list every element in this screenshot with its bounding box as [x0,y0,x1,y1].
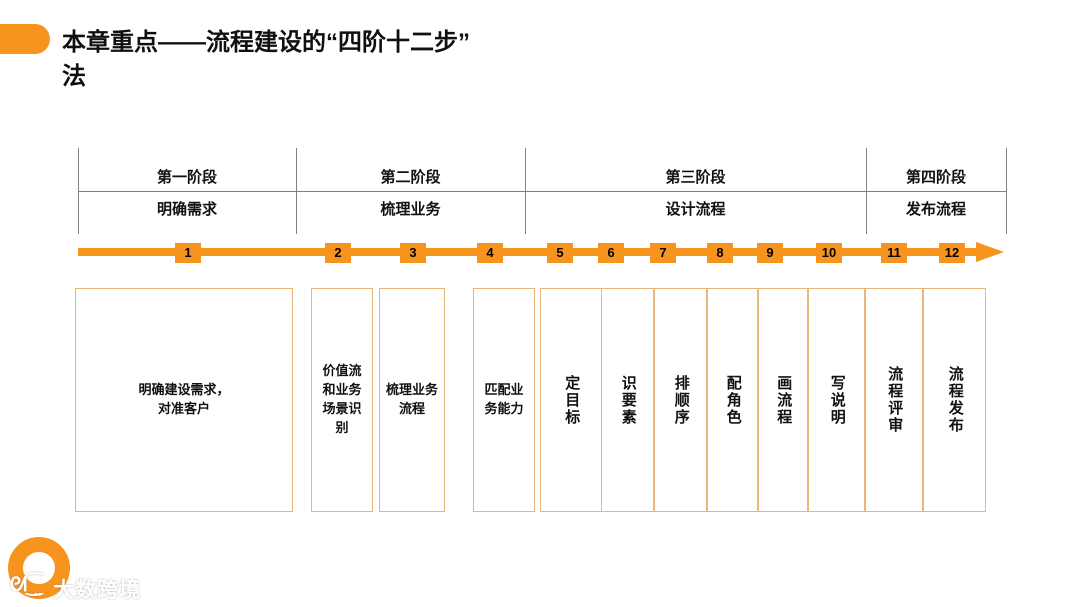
phase-desc-2: 梳理业务 [380,201,441,218]
phase-desc-4: 发布流程 [905,201,966,218]
watermark-brand-text: 大数跨境 [53,579,141,602]
step-detail-label-5: 定目标 [563,374,581,426]
timeline-step-3[interactable]: 3 [400,243,426,263]
timeline-step-1[interactable]: 1 [175,243,201,263]
step-detail-box-11[interactable]: 流程评审 [865,288,923,512]
phase-cell-2: 第二阶段梳理业务 [296,148,525,234]
step-detail-box-9[interactable]: 画流程 [758,288,808,512]
timeline-step-5[interactable]: 5 [547,243,573,263]
step-detail-label-1: 明确建设需求，对准客户 [138,382,230,416]
step-detail-box-7[interactable]: 排顺序 [654,288,707,512]
phase-name-3: 第三阶段 [665,169,726,186]
step-detail-label-9: 画流程 [775,374,793,426]
step-detail-box-12[interactable]: 流程发布 [923,288,986,512]
watermark-glyph-icon: ᘛ⁐̤ [10,574,43,596]
page-title-line-1: 本章重点——流程建设的“四阶十二步” [62,29,470,56]
step-detail-label-4: 匹配业务能力 [484,382,524,416]
step-detail-label-2: 价值流和业务场景识别 [322,363,362,435]
step-detail-label-3: 梳理业务流程 [386,382,439,416]
title-accent-badge [0,24,50,54]
phase-name-4: 第四阶段 [905,169,966,186]
page-title-line-2: 法 [62,63,86,91]
phase-desc-3: 设计流程 [665,201,726,218]
phase-name-1: 第一阶段 [156,169,217,186]
phase-header-divider-horizontal [78,191,1006,192]
step-detail-label-12: 流程发布 [946,366,964,434]
step-detail-label-10: 写说明 [828,374,846,426]
step-detail-label-11: 流程评审 [886,366,904,434]
step-detail-box-10[interactable]: 写说明 [808,288,865,512]
timeline-step-6[interactable]: 6 [598,243,624,263]
step-detail-box-2[interactable]: 价值流和业务场景识别 [311,288,373,512]
timeline-arrow-icon [976,242,1004,262]
step-detail-box-3[interactable]: 梳理业务流程 [379,288,445,512]
timeline-step-8[interactable]: 8 [707,243,733,263]
phase-name-2: 第二阶段 [380,169,441,186]
step-detail-label-8: 配角色 [724,374,742,426]
phase-cell-1: 第一阶段明确需求 [78,148,296,234]
step-detail-label-6: 识要素 [619,374,637,426]
timeline-step-7[interactable]: 7 [650,243,676,263]
phase-divider-1 [296,148,297,234]
phase-desc-1: 明确需求 [156,201,217,218]
step-detail-box-8[interactable]: 配角色 [707,288,758,512]
timeline-step-4[interactable]: 4 [477,243,503,263]
phase-cell-3: 第三阶段设计流程 [525,148,866,234]
step-detail-box-6[interactable]: 识要素 [601,288,654,512]
step-detail-box-5[interactable]: 定目标 [540,288,602,512]
phase-divider-3 [866,148,867,234]
step-detail-box-1[interactable]: 明确建设需求，对准客户 [75,288,293,512]
phase-divider-0 [78,148,79,234]
timeline-step-2[interactable]: 2 [325,243,351,263]
phase-divider-2 [525,148,526,234]
step-detail-box-4[interactable]: 匹配业务能力 [473,288,535,512]
timeline-step-9[interactable]: 9 [757,243,783,263]
phase-cell-4: 第四阶段发布流程 [866,148,1006,234]
timeline-step-10[interactable]: 10 [816,243,842,263]
phase-divider-4 [1006,148,1007,234]
timeline-step-11[interactable]: 11 [881,243,907,263]
timeline-step-12[interactable]: 12 [939,243,965,263]
page-title: 本章重点——流程建设的“四阶十二步” 法 [62,26,662,94]
timeline-bar [78,248,978,256]
phase-header-band: 第一阶段明确需求第二阶段梳理业务第三阶段设计流程第四阶段发布流程 [78,148,1007,234]
step-detail-label-7: 排顺序 [672,374,690,426]
